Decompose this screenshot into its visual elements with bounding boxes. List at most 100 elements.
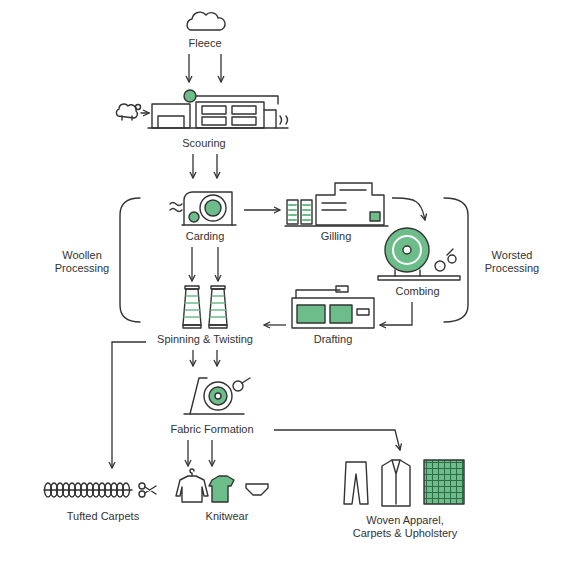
tufted-carpet-icon-part xyxy=(123,483,130,497)
gilling-machine-part xyxy=(316,183,384,225)
carding-machine-part xyxy=(200,195,226,221)
scouring-machine-part xyxy=(152,104,190,128)
drafting-machine-part xyxy=(296,290,340,298)
flow-arrow-line xyxy=(216,350,217,366)
process-step: Tufted Carpets xyxy=(38,470,168,525)
process-bracket-part xyxy=(120,198,140,322)
step-label: Gilling xyxy=(321,230,352,243)
process-step: Spinning & Twisting xyxy=(148,283,262,348)
flow-arrow xyxy=(193,350,217,366)
flow-arrow xyxy=(192,247,218,281)
woven-icons-part xyxy=(382,460,410,506)
step-label: Carding xyxy=(186,230,225,243)
spinning-bobbins-part xyxy=(183,289,201,325)
process-step: Drafting xyxy=(288,283,378,348)
tufted-carpet-icon-part xyxy=(145,486,156,494)
scouring-machine-part xyxy=(136,105,141,110)
carding-machine-part xyxy=(182,224,236,225)
step-label: Woven Apparel, Carpets & Upholstery xyxy=(348,514,462,540)
fabric-machine-part xyxy=(215,393,221,399)
flow-arrow-line xyxy=(192,350,193,366)
flow-arrow-line xyxy=(191,247,192,281)
step-label: Knitwear xyxy=(206,510,249,523)
step-label: Combing xyxy=(395,285,439,298)
step-label: Tufted Carpets xyxy=(67,510,139,523)
scouring-machine-part xyxy=(196,102,264,128)
flow-arrow-line xyxy=(187,440,188,466)
scouring-machine xyxy=(116,90,288,128)
process-step: Woven Apparel, Carpets & Upholstery xyxy=(332,452,478,542)
woven-icons xyxy=(344,460,464,506)
flow-arrow-line xyxy=(217,247,218,281)
combing-machine-part xyxy=(447,249,453,255)
spinning-bobbins-part xyxy=(210,296,226,317)
knitwear-icons-part xyxy=(209,476,234,502)
flow-arrow xyxy=(380,302,412,325)
scouring-machine-part xyxy=(264,110,276,128)
flow-arrow xyxy=(244,210,280,211)
process-step: Fabric Formation xyxy=(152,368,272,438)
spinning-bobbins-part xyxy=(183,325,201,328)
flow-arrow-line xyxy=(380,302,412,325)
carding-machine-part xyxy=(184,192,232,225)
step-label: Fleece xyxy=(188,37,221,50)
combing-machine-part xyxy=(395,270,420,276)
carding-machine-part xyxy=(205,200,221,216)
group-label: Worsted Processing xyxy=(477,249,547,275)
woven-icons-part xyxy=(392,460,400,504)
flow-arrow-line xyxy=(392,198,425,220)
combing-machine-part xyxy=(448,255,456,263)
scouring-machine-part xyxy=(196,96,278,104)
fabric-machine-part xyxy=(233,381,243,391)
gilling-machine-part xyxy=(285,225,388,226)
scouring-machine-part xyxy=(202,106,226,114)
combing-machine-part xyxy=(435,261,445,271)
flow-arrow-line xyxy=(216,154,217,178)
spinning-bobbins-part xyxy=(209,289,227,325)
combing-machine-part xyxy=(403,246,411,254)
carding-machine xyxy=(170,192,236,225)
woven-icons-part xyxy=(344,462,368,504)
flow-arrow-line xyxy=(192,154,193,178)
process-step: Combing xyxy=(370,222,465,300)
step-label: Spinning & Twisting xyxy=(157,333,253,346)
flow-arrow xyxy=(112,342,146,468)
woven-icons-part xyxy=(424,460,464,504)
combing-machine-part xyxy=(385,228,429,272)
fabric-machine-part xyxy=(204,382,232,410)
fabric-machine-part xyxy=(242,378,250,383)
drafting-machine-part xyxy=(292,298,374,328)
scouring-machine-part xyxy=(158,116,184,128)
gilling-machine-part xyxy=(289,205,310,220)
carding-machine-part xyxy=(170,203,182,212)
process-step: Gilling xyxy=(282,178,390,245)
drafting-machine-part xyxy=(297,305,325,323)
spinning-bobbins xyxy=(183,286,227,328)
drafting-machine-part xyxy=(330,305,352,323)
step-label: Fabric Formation xyxy=(170,423,253,436)
fleece-icon-part xyxy=(187,12,225,30)
scouring-machine-part xyxy=(141,112,149,113)
scouring-machine-part xyxy=(202,117,226,125)
drafting-machine-part xyxy=(357,309,369,315)
process-bracket-part xyxy=(444,198,468,322)
flow-arrow xyxy=(189,54,221,82)
process-bracket xyxy=(120,198,468,322)
flow-arrow-line xyxy=(274,430,400,450)
flow-arrow xyxy=(193,154,217,178)
knitwear-icons-part xyxy=(246,484,268,495)
flow-arrow xyxy=(188,440,212,466)
process-step: Scouring xyxy=(118,84,290,152)
flow-arrow-line xyxy=(264,324,286,325)
process-step: Knitwear xyxy=(172,468,282,525)
knitwear-icons-part xyxy=(176,476,208,502)
step-label: Drafting xyxy=(314,333,353,346)
flow-arrow xyxy=(392,198,425,220)
scouring-machine-part xyxy=(280,116,288,124)
fabric-machine-part xyxy=(209,387,227,405)
carding-machine-part xyxy=(189,212,199,222)
tufted-carpet-icon-part xyxy=(139,491,145,497)
fabric-machine xyxy=(184,378,250,414)
